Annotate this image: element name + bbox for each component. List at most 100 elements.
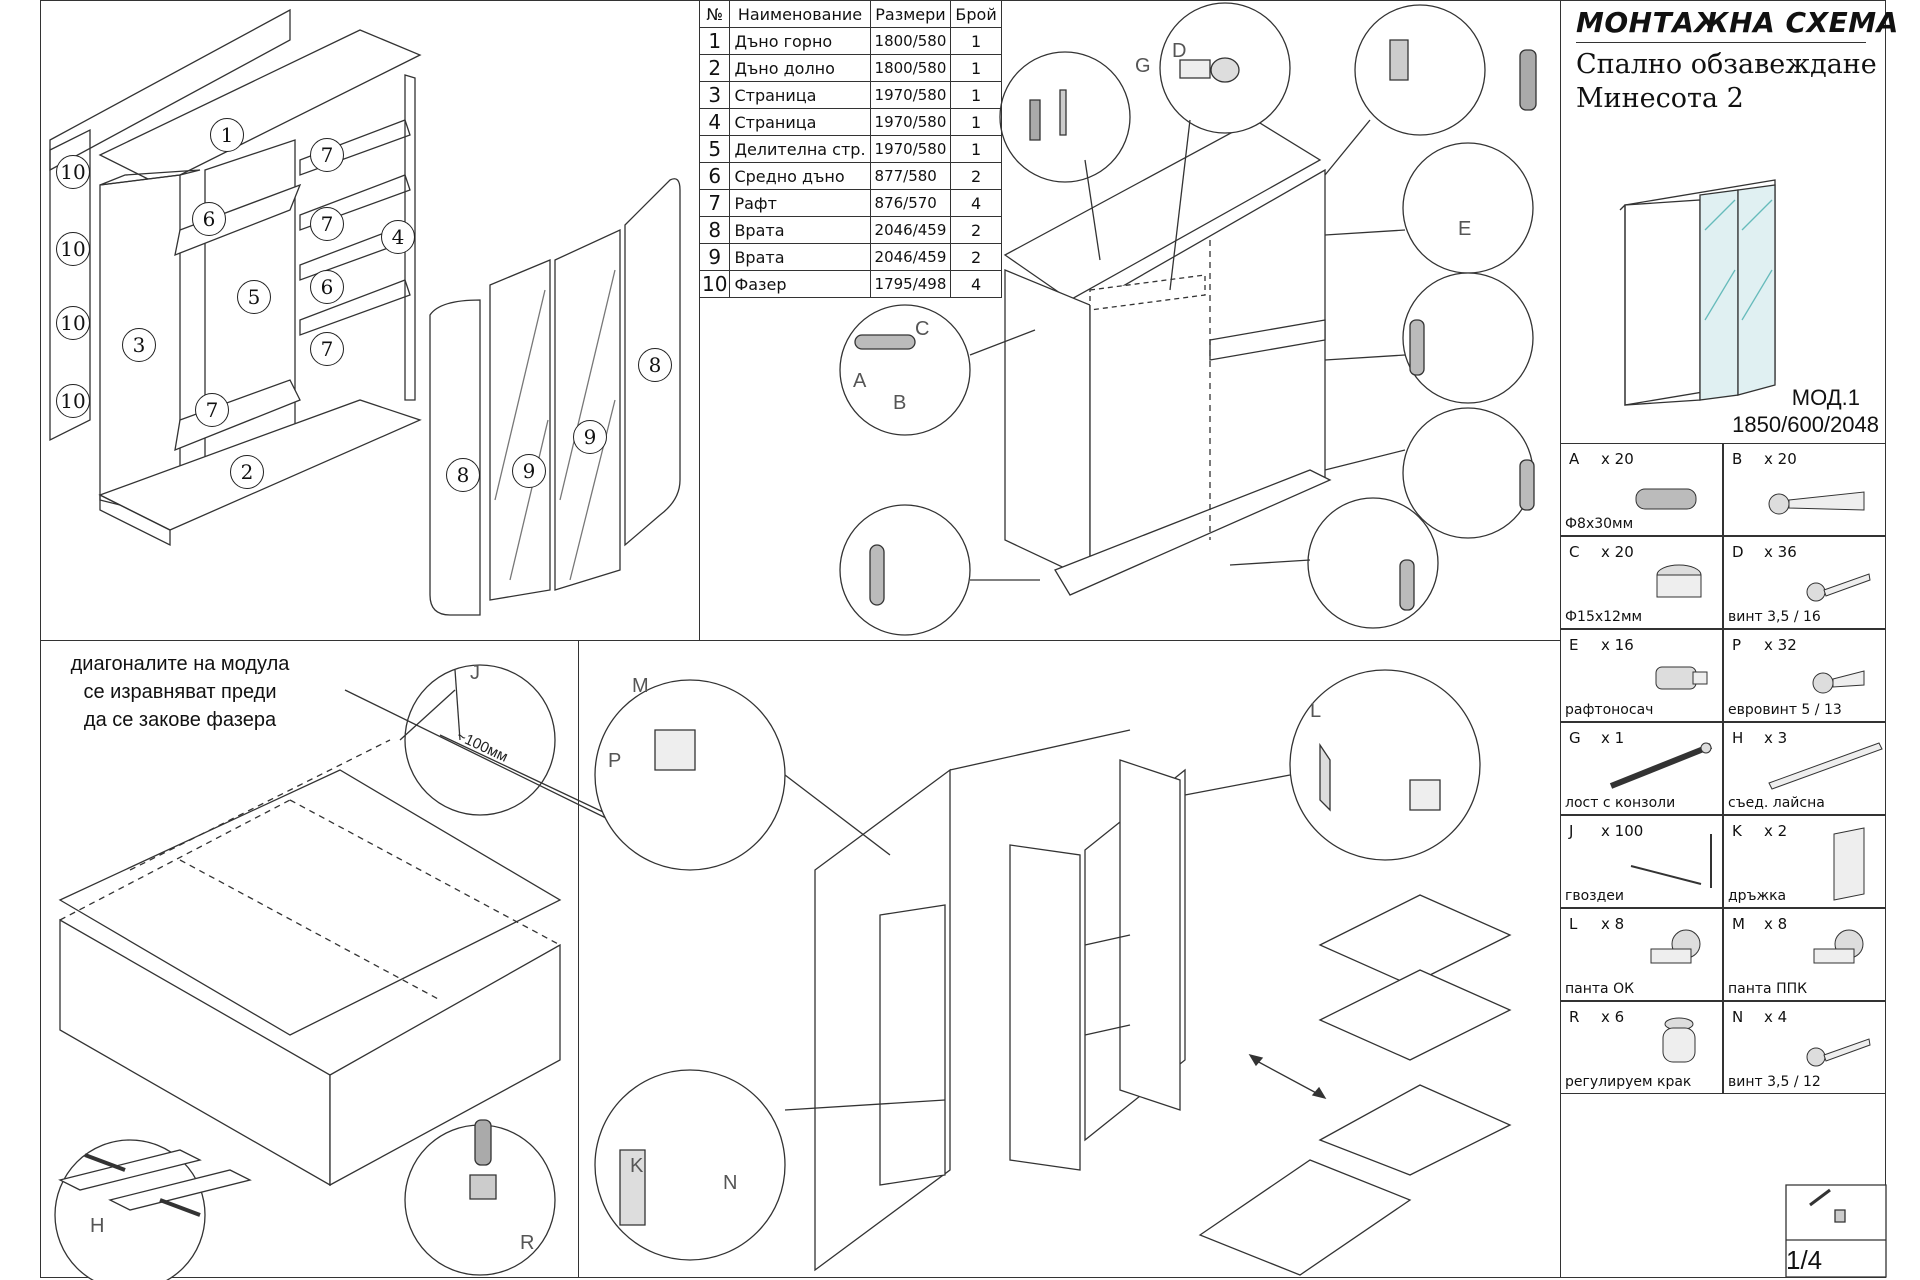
assembled-cabinet bbox=[840, 3, 1536, 635]
door-hinge-assembly bbox=[595, 670, 1510, 1275]
row-name: Дъно горно bbox=[729, 27, 871, 55]
part-label-10c: 10 bbox=[56, 306, 90, 340]
cam-lock-icon bbox=[1656, 564, 1702, 598]
row-size: 877/580 bbox=[869, 162, 952, 190]
hardware-desc: съед. лайсна bbox=[1728, 795, 1825, 811]
hinge-ok-icon bbox=[1650, 929, 1701, 964]
hardware-qty: x 3 bbox=[1764, 729, 1788, 747]
hardware-desc: евровинт 5 / 13 bbox=[1728, 702, 1842, 718]
row-no: 9 bbox=[698, 243, 731, 271]
note-line1: диагоналите на модула bbox=[70, 653, 290, 675]
hardware-code: C bbox=[1569, 543, 1580, 561]
hardware-desc: регулируем крак bbox=[1565, 1074, 1692, 1090]
part-label-7b: 7 bbox=[310, 207, 344, 241]
row-size: 2046/459 bbox=[869, 243, 952, 271]
hardware-code: J bbox=[1569, 822, 1574, 840]
row-name: Рафт bbox=[729, 189, 871, 217]
hardware-code: M bbox=[1732, 915, 1745, 933]
small-screw-icon bbox=[1806, 1038, 1871, 1067]
row-no: 1 bbox=[698, 27, 731, 55]
hardware-qty: x 16 bbox=[1601, 636, 1634, 654]
col-size: Размери bbox=[869, 0, 952, 28]
hardware-qty: x 20 bbox=[1601, 543, 1634, 561]
door-label-9a: 9 bbox=[512, 454, 546, 488]
row-qty: 4 bbox=[950, 270, 1002, 298]
part-label-4: 4 bbox=[381, 220, 415, 254]
hinge-ppk-icon bbox=[1813, 929, 1864, 964]
row-size: 1970/580 bbox=[869, 135, 952, 163]
back-panel-assembly bbox=[55, 665, 620, 1280]
page-number: 1/4 bbox=[1786, 1245, 1823, 1275]
wardrobe-preview bbox=[1620, 180, 1775, 405]
model-label: МОД.1 bbox=[1791, 385, 1860, 410]
detail-letter-k: K bbox=[630, 1155, 644, 1177]
row-name: Врата bbox=[729, 243, 871, 271]
row-name: Средно дъно bbox=[729, 162, 871, 190]
exploded-cabinet bbox=[50, 10, 680, 615]
joining-strip-icon bbox=[1768, 742, 1883, 790]
drawing-title: МОНТАЖНА СХЕМА bbox=[1576, 6, 1899, 39]
row-qty: 1 bbox=[950, 27, 1002, 55]
detail-letter-m: M bbox=[632, 675, 649, 697]
row-no: 3 bbox=[698, 81, 731, 109]
col-no: № bbox=[698, 0, 731, 28]
handle-icon bbox=[1833, 827, 1865, 901]
shelf-support-icon bbox=[1655, 666, 1708, 690]
tools-icon-box bbox=[1786, 1185, 1886, 1277]
row-name: Страница bbox=[729, 108, 871, 136]
detail-letter-c: C bbox=[915, 318, 930, 340]
hardware-desc: дръжка bbox=[1728, 888, 1787, 904]
row-size: 1795/498 bbox=[869, 270, 952, 298]
door-label-8b: 8 bbox=[638, 348, 672, 382]
hardware-desc: лост с конзоли bbox=[1565, 795, 1676, 811]
detail-letter-n: N bbox=[723, 1172, 738, 1194]
part-label-3: 3 bbox=[122, 328, 156, 362]
nail-icon bbox=[1630, 834, 1712, 888]
row-size: 1800/580 bbox=[869, 27, 952, 55]
hardware-qty: x 32 bbox=[1764, 636, 1797, 654]
hardware-code: R bbox=[1569, 1008, 1580, 1026]
part-label-6a: 6 bbox=[192, 202, 226, 236]
detail-letter-e: E bbox=[1458, 218, 1472, 240]
product-name: Спално обзавеждане Минесота 2 bbox=[1576, 48, 1877, 116]
hardware-code: E bbox=[1569, 636, 1579, 654]
hardware-qty: x 4 bbox=[1764, 1008, 1788, 1026]
confirmat-screw-icon bbox=[1768, 491, 1865, 515]
row-name: Дъно долно bbox=[729, 54, 871, 82]
detail-letter-a: A bbox=[853, 370, 867, 392]
adjustable-foot-icon bbox=[1662, 1017, 1696, 1063]
row-qty: 2 bbox=[950, 162, 1002, 190]
row-qty: 1 bbox=[950, 54, 1002, 82]
detail-letter-g: G bbox=[1135, 55, 1151, 77]
row-qty: 2 bbox=[950, 243, 1002, 271]
wardrobe-rail-icon bbox=[1609, 742, 1713, 789]
part-label-10a: 10 bbox=[56, 155, 90, 189]
hardware-code: B bbox=[1732, 450, 1743, 468]
col-name: Наименование bbox=[729, 0, 871, 28]
wood-screw-icon bbox=[1806, 573, 1871, 602]
row-size: 876/570 bbox=[869, 189, 952, 217]
hardware-desc: винт 3,5 / 12 bbox=[1728, 1074, 1821, 1090]
door-label-8a: 8 bbox=[446, 458, 480, 492]
detail-letter-r: R bbox=[520, 1232, 535, 1254]
note-line2: се изравняват преди bbox=[83, 681, 277, 703]
row-size: 1800/580 bbox=[869, 54, 952, 82]
part-label-5: 5 bbox=[237, 280, 271, 314]
model-dimensions: 1850/600/2048 bbox=[1732, 412, 1879, 437]
hardware-code: D bbox=[1732, 543, 1744, 561]
hardware-qty: x 2 bbox=[1764, 822, 1788, 840]
hardware-qty: x 8 bbox=[1764, 915, 1788, 933]
hardware-desc: рафтоносач bbox=[1565, 702, 1654, 718]
part-label-7d: 7 bbox=[195, 393, 229, 427]
